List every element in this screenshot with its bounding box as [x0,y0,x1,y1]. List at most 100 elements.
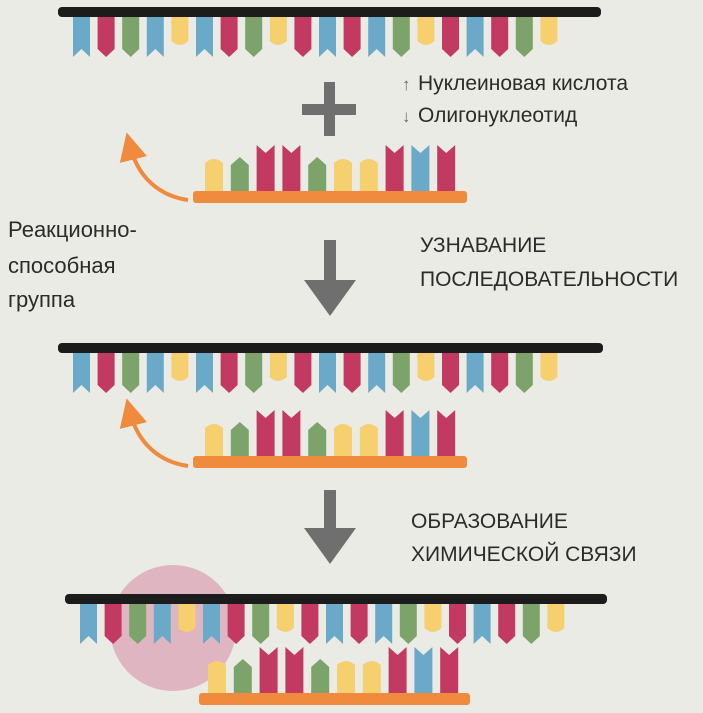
nucleotide-G [442,353,459,393]
nucleic-acid-backbone [58,7,601,17]
step-arrow-1 [304,240,356,316]
nucleotide-T [359,424,378,456]
nucleotide-C [392,353,410,393]
nucleotide-G [388,647,407,693]
nucleotide-G [259,647,278,693]
nucleotide-A [319,17,336,57]
nucleotide-T [417,353,435,381]
step2-label-line2: ХИМИЧЕСКОЙ СВЯЗИ [411,543,637,566]
nucleotide-C [515,353,533,393]
nucleotide-A [196,353,213,393]
nucleotide-G [97,17,115,57]
nucleotide-G [343,353,361,393]
nucleotide-T [424,604,442,632]
nucleotide-A [153,604,171,644]
nucleotide-G [220,353,238,393]
nucleotide-T [547,604,565,632]
nucleic-acid-strand-2 [58,343,603,393]
reactive-group-arrow-1 [119,132,189,202]
nucleotide-A [196,17,213,57]
nucleic-acid-strand-1 [58,7,601,57]
nucleotide-G [227,604,245,644]
nucleotide-G [491,353,509,393]
nucleic-acid-backbone [65,594,607,604]
nucleotide-G [437,410,456,456]
nucleotide-G [437,145,456,191]
nucleotide-G [285,647,304,693]
nucleotide-A [414,647,433,693]
nucleotide-T [171,17,189,45]
oligonucleotide-3 [199,647,470,705]
nucleotide-A [473,604,491,644]
nucleotide-C [245,353,263,393]
nucleotide-T [171,353,189,381]
nucleotide-C [233,659,252,693]
reactive-group-label-line3: группа [8,287,76,312]
nucleotide-A [375,604,393,644]
nucleotide-G [294,353,312,393]
nucleotide-G [385,145,404,191]
plus-icon [302,82,356,136]
nucleotide-G [385,410,404,456]
step1-label-line1: УЗНАВАНИЕ [420,234,547,257]
nucleotide-G [282,145,301,191]
nucleotide-C [399,604,417,644]
nucleotide-C [129,604,147,644]
nucleotide-T [208,661,226,693]
nucleotide-G [350,604,368,644]
nucleotide-A [203,604,220,644]
nucleotide-G [282,410,301,456]
nucleic-acid-strand-3 [65,594,607,644]
down-arrow-icon: ↓ [402,107,411,126]
nucleotide-T [540,17,558,45]
oligonucleotide-backbone [199,693,470,705]
nucleotide-T [334,159,352,191]
nucleotide-G [294,17,312,57]
nucleotide-C [308,157,327,191]
nucleotide-G [104,604,122,644]
nucleotide-C [311,659,330,693]
nucleotide-C [245,17,263,57]
nucleotide-A [73,353,90,393]
nucleotide-G [440,647,459,693]
nucleotide-A [319,353,336,393]
nucleotide-A [411,410,430,456]
nucleotide-T [417,17,435,45]
nucleotide-T [269,353,287,381]
nucleotide-C [122,353,140,393]
nucleotide-G [343,17,361,57]
oligonucleotide-backbone [193,191,467,203]
nucleotide-T [205,159,223,191]
nucleotide-G [449,604,466,644]
nucleotide-G [97,353,115,393]
nucleic-acid-backbone [58,343,603,353]
reactive-group-label-line2: способная [8,253,116,278]
nucleotide-A [466,17,484,57]
nucleotide-G [442,17,459,57]
nucleotide-T [359,159,378,191]
nucleotide-A [368,17,386,57]
oligonucleotide-1 [193,145,467,203]
nucleotide-T [205,424,223,456]
nucleotide-A [368,353,386,393]
step1-label-line2: ПОСЛЕДОВАТЕЛЬНОСТИ [420,268,679,291]
nucleotide-C [122,17,140,57]
nucleotide-G [256,145,275,191]
nucleotide-C [308,422,327,456]
nucleotide-G [498,604,516,644]
nucleotide-C [230,422,249,456]
nucleotide-C [515,17,533,57]
nucleotide-T [337,661,355,693]
nucleotide-T [276,604,294,632]
nucleotide-A [80,604,97,644]
nucleotide-C [522,604,540,644]
nucleotide-G [301,604,319,644]
nucleotide-T [334,424,352,456]
nucleotide-G [220,17,238,57]
legend-nucleic-acid: ↑Нуклеиновая кислота [402,70,628,99]
nucleotide-C [392,17,410,57]
nucleotide-A [466,353,484,393]
step-arrow-2 [304,490,356,564]
nucleotide-T [362,661,381,693]
nucleotide-G [491,17,509,57]
